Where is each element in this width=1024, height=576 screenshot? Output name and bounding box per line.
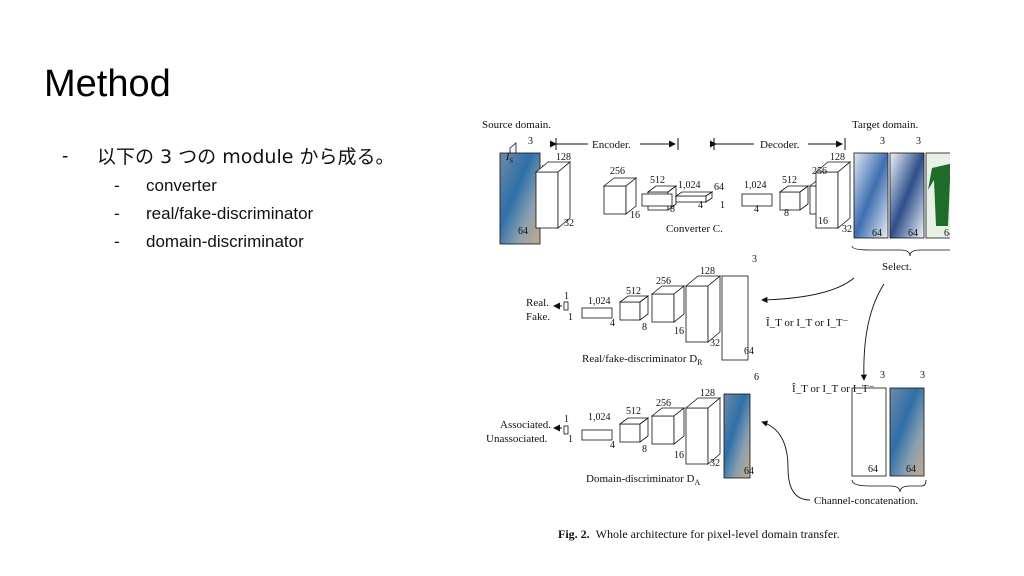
dim-label: 256 <box>812 166 827 177</box>
concat-arrow <box>761 420 811 501</box>
dim-label: 3 <box>916 136 921 147</box>
dim-label: 3 <box>880 136 885 147</box>
target-image-generated <box>853 152 889 239</box>
dim-label: 4 <box>610 440 615 451</box>
target-image-negative <box>925 152 950 239</box>
dim-label: 32 <box>710 458 720 469</box>
select-to-rf-arrow <box>761 277 855 303</box>
select-label: Select. <box>882 261 912 273</box>
associated-label: Associated. <box>500 419 551 431</box>
dim-label: 8 <box>642 322 647 333</box>
dim-label: 256 <box>656 398 671 409</box>
decoder-bracket: Decoder. <box>710 138 846 151</box>
source-domain-label: Source domain. <box>482 119 551 131</box>
dim-label: 1 <box>568 434 573 445</box>
rf-input-label: Î_T or I_T or I_T⁻ <box>766 317 849 329</box>
dom-disc-block <box>563 397 722 465</box>
rf-disc-label: Real/fake-discriminator DR <box>582 353 703 367</box>
dim-label: 8 <box>784 208 789 219</box>
unassociated-label: Unassociated. <box>486 433 548 445</box>
dim-label: 64 <box>944 228 950 239</box>
converter-label: Converter C. <box>666 223 723 235</box>
dim-label: 64 <box>906 464 916 475</box>
sub-bullet-text: real/fake-discriminator <box>146 204 314 223</box>
dim-label: 3 <box>920 370 925 381</box>
dim-label: 1,024 <box>744 180 767 191</box>
dim-label: 16 <box>674 326 684 337</box>
dim-label: 512 <box>650 175 665 186</box>
dim-label: 8 <box>670 204 675 215</box>
dim-label: 32 <box>842 224 852 235</box>
dim-label: 4 <box>610 318 615 329</box>
dim-label: 128 <box>556 152 571 163</box>
dim-label: 1,024 <box>678 180 701 191</box>
dim-label: 8 <box>642 444 647 455</box>
dim-label: 1,024 <box>588 296 611 307</box>
fake-label: Fake. <box>526 311 550 323</box>
slide-title: Method <box>44 63 171 105</box>
sub-bullet-dash: - <box>114 176 120 195</box>
dim-label: 1,024 <box>588 412 611 423</box>
dim-label: 1 <box>564 291 569 302</box>
source-image-copy <box>889 387 925 477</box>
dim-label: 16 <box>630 210 640 221</box>
dim-label: 128 <box>830 152 845 163</box>
dim-label: 512 <box>626 406 641 417</box>
dim-label: 6 <box>754 372 759 383</box>
architecture-figure: Source domain. Target domain. Encoder. D… <box>482 119 950 541</box>
target-domain-label: Target domain. <box>852 119 918 131</box>
sub-bullet-text: converter <box>146 176 217 195</box>
encoder-label: Encoder. <box>592 139 631 151</box>
concat-brace <box>851 479 927 493</box>
dim-label: 32 <box>710 338 720 349</box>
dim-label: 128 <box>700 266 715 277</box>
real-label: Real. <box>526 297 549 309</box>
dom-disc-label: Domain-discriminator DA <box>586 473 700 487</box>
sub-bullet-dash: - <box>114 204 120 223</box>
converter-block <box>814 161 852 229</box>
dim-label: 64 <box>518 226 528 237</box>
concat-image <box>723 393 751 479</box>
dim-label: 4 <box>754 204 759 215</box>
dim-label: 3 <box>880 370 885 381</box>
encoder-bracket: Encoder. <box>550 138 679 151</box>
sub-bullet-text: domain-discriminator <box>146 232 304 251</box>
dim-label: 1 <box>720 200 725 211</box>
dim-label: 16 <box>818 216 828 227</box>
dim-label: 512 <box>782 175 797 186</box>
bullet-main-text: 以下の 3 つの module から成る。 <box>97 146 395 168</box>
selected-target-image <box>851 387 887 477</box>
select-to-domain-arrow <box>860 283 885 381</box>
decoder-label: Decoder. <box>760 139 800 151</box>
dim-label: 256 <box>610 166 625 177</box>
dim-label: 64 <box>868 464 878 475</box>
dim-label: 3 <box>528 136 533 147</box>
select-brace <box>851 245 950 257</box>
dim-label: 32 <box>564 218 574 229</box>
figure-caption: Fig. 2.Whole architecture for pixel-leve… <box>558 527 840 541</box>
is-label: IS <box>505 152 513 165</box>
dim-label: 64 <box>744 466 754 477</box>
dim-label: 16 <box>674 450 684 461</box>
dim-label: 64 <box>744 346 754 357</box>
sub-bullet-dash: - <box>114 232 120 251</box>
dim-label: 64 <box>908 228 918 239</box>
dim-label: 128 <box>700 388 715 399</box>
dim-label: 64 <box>872 228 882 239</box>
dim-label: 256 <box>656 276 671 287</box>
dim-label: 1 <box>564 414 569 425</box>
dim-label: 3 <box>752 254 757 265</box>
source-image <box>499 142 541 245</box>
dim-label: 1 <box>568 312 573 323</box>
dom-input-label: Î_T or I_T or I_T⁻ <box>792 383 875 395</box>
bullet-dash: - <box>62 146 69 167</box>
dim-label: 512 <box>626 286 641 297</box>
converter-block <box>534 161 844 229</box>
dim-label: 4 <box>698 200 703 211</box>
rf-disc-block <box>563 275 749 361</box>
dim-label: 64 <box>714 182 724 193</box>
channel-concat-label: Channel-concatenation. <box>814 495 918 507</box>
target-image-real <box>889 152 925 239</box>
